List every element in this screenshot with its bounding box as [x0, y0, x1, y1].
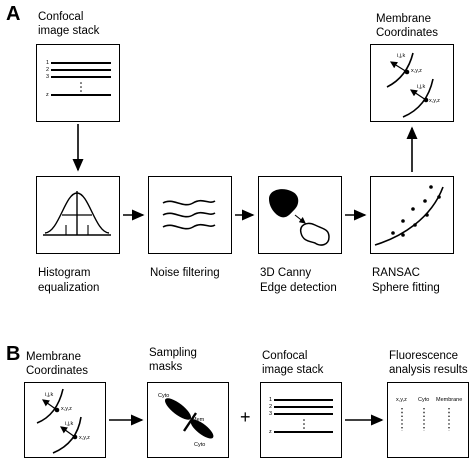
sample-point: [423, 199, 428, 204]
histogram-caption-line1: Histogram: [38, 267, 91, 279]
b-membrane-curves-graphic: i,j,k x,y,z i,j,k x,y,z: [37, 389, 91, 455]
wave-line: [162, 224, 216, 230]
cyto-mask: [190, 419, 214, 439]
sample-point: [413, 223, 418, 228]
point-label: x,y,z: [411, 68, 422, 74]
membrane-curves-graphic: i,j,k x,y,z i,j,k x,y,z: [387, 53, 441, 119]
point-label: x,y,z: [429, 98, 440, 104]
mem-label: Mem: [192, 417, 205, 423]
outline-blob: [300, 223, 331, 247]
canny-edge-box: [258, 176, 342, 254]
normal-arrow: [60, 426, 76, 438]
plus-sign: +: [240, 407, 251, 427]
canny-caption-line2: Edge detection: [260, 282, 337, 294]
histogram-box: [36, 176, 120, 254]
normal-label: i,j,k: [417, 84, 426, 90]
ellipsis-dot: [303, 419, 306, 422]
canny-caption-line1: 3D Canny: [260, 267, 312, 279]
b-confocal-stack-box: 1 2 3 z: [260, 382, 342, 458]
noise-caption: Noise filtering: [150, 267, 220, 279]
stack-row-label: 1: [269, 397, 272, 403]
masks-title-line2: masks: [149, 361, 183, 373]
membrane-title-line2: Coordinates: [376, 27, 439, 39]
panel-b-letter: B: [6, 343, 21, 365]
cyto-mask: [165, 398, 192, 421]
sample-point: [429, 185, 434, 190]
fluorescence-results-box: x,y,z Cyto Membrane: [387, 382, 469, 458]
b-membrane-title-line2: Coordinates: [26, 365, 89, 377]
membrane-coordinates-box: i,j,k x,y,z i,j,k x,y,z: [370, 44, 454, 122]
ellipsis-dot: [80, 90, 83, 93]
membrane-curve: [387, 53, 415, 89]
results-table-graphic: x,y,z Cyto Membrane: [396, 397, 463, 432]
membrane-curve: [37, 389, 65, 425]
ellipsis-dot: [303, 427, 306, 430]
stack-row-label: 3: [46, 74, 49, 80]
stack-lines-graphic: 1 2 3 z: [46, 60, 112, 98]
membrane-mask: [183, 412, 198, 433]
stack-row-label: 2: [269, 404, 272, 410]
panel-a-letter: A: [6, 3, 21, 25]
point-label: x,y,z: [79, 435, 90, 441]
membrane-curve: [403, 79, 435, 119]
masks-graphic: Cyto Mem Cyto: [158, 393, 214, 448]
results-title-line1: Fluorescence: [389, 350, 459, 362]
wave-line: [162, 200, 216, 206]
normal-arrow: [42, 399, 58, 411]
sample-point: [425, 213, 430, 218]
sample-point: [437, 195, 442, 200]
b-membrane-title-line1: Membrane: [26, 351, 81, 363]
point-label: x,y,z: [61, 406, 72, 412]
sample-point: [391, 231, 396, 236]
membrane-title-line1: Membrane: [376, 13, 431, 25]
normal-label: i,j,k: [65, 421, 74, 427]
b-stack-title-line2: image stack: [262, 364, 324, 376]
sample-point: [401, 219, 406, 224]
sampling-masks-box: Cyto Mem Cyto: [147, 382, 229, 458]
histogram-caption-line2: equalization: [38, 282, 100, 294]
results-column-header: Cyto: [418, 397, 429, 403]
stack-title-line1: Confocal: [38, 11, 84, 23]
b-stack-lines-graphic: 1 2 3 z: [269, 397, 334, 435]
stack-title-line2: image stack: [38, 25, 100, 37]
bell-curve-graphic: [43, 191, 112, 237]
results-title-line2: analysis results: [389, 364, 468, 376]
wave-lines-graphic: [162, 200, 216, 230]
stack-row-label: 3: [269, 411, 272, 417]
confocal-stack-box: 1 2 3 z: [36, 44, 120, 122]
ransac-box: [370, 176, 454, 254]
normal-label: i,j,k: [397, 53, 406, 59]
results-column-header: x,y,z: [396, 397, 407, 403]
ellipsis-dot: [303, 423, 306, 426]
noise-filtering-box: [148, 176, 232, 254]
stack-row-label: z: [46, 92, 49, 98]
stack-row-label: 1: [46, 60, 49, 66]
normal-label: i,j,k: [45, 392, 54, 398]
stack-row-label: 2: [46, 67, 49, 73]
blob-graphic: [269, 189, 331, 247]
sample-point: [411, 207, 416, 212]
ransac-caption-line1: RANSAC: [372, 267, 420, 279]
masks-title-line1: Sampling: [149, 347, 197, 359]
sample-point: [401, 233, 406, 238]
sphere-fit-graphic: [375, 185, 445, 247]
b-membrane-coordinates-box: i,j,k x,y,z i,j,k x,y,z: [24, 382, 106, 458]
b-stack-title-line1: Confocal: [262, 350, 308, 362]
bell-curve: [45, 192, 110, 235]
filled-blob: [269, 189, 299, 218]
normal-arrow: [390, 61, 408, 73]
normal-arrow: [410, 89, 427, 101]
fit-curve: [375, 187, 445, 247]
membrane-curve: [53, 417, 83, 455]
results-column-header: Membrane: [436, 397, 462, 403]
transform-arrow: [295, 214, 307, 225]
ransac-caption-line2: Sphere fitting: [372, 282, 440, 294]
ellipsis-dot: [80, 86, 83, 89]
ellipsis-dot: [80, 82, 83, 85]
cyto-label: Cyto: [158, 393, 169, 399]
wave-line: [162, 212, 216, 218]
stack-row-label: z: [269, 429, 272, 435]
cyto-label: Cyto: [194, 442, 205, 448]
